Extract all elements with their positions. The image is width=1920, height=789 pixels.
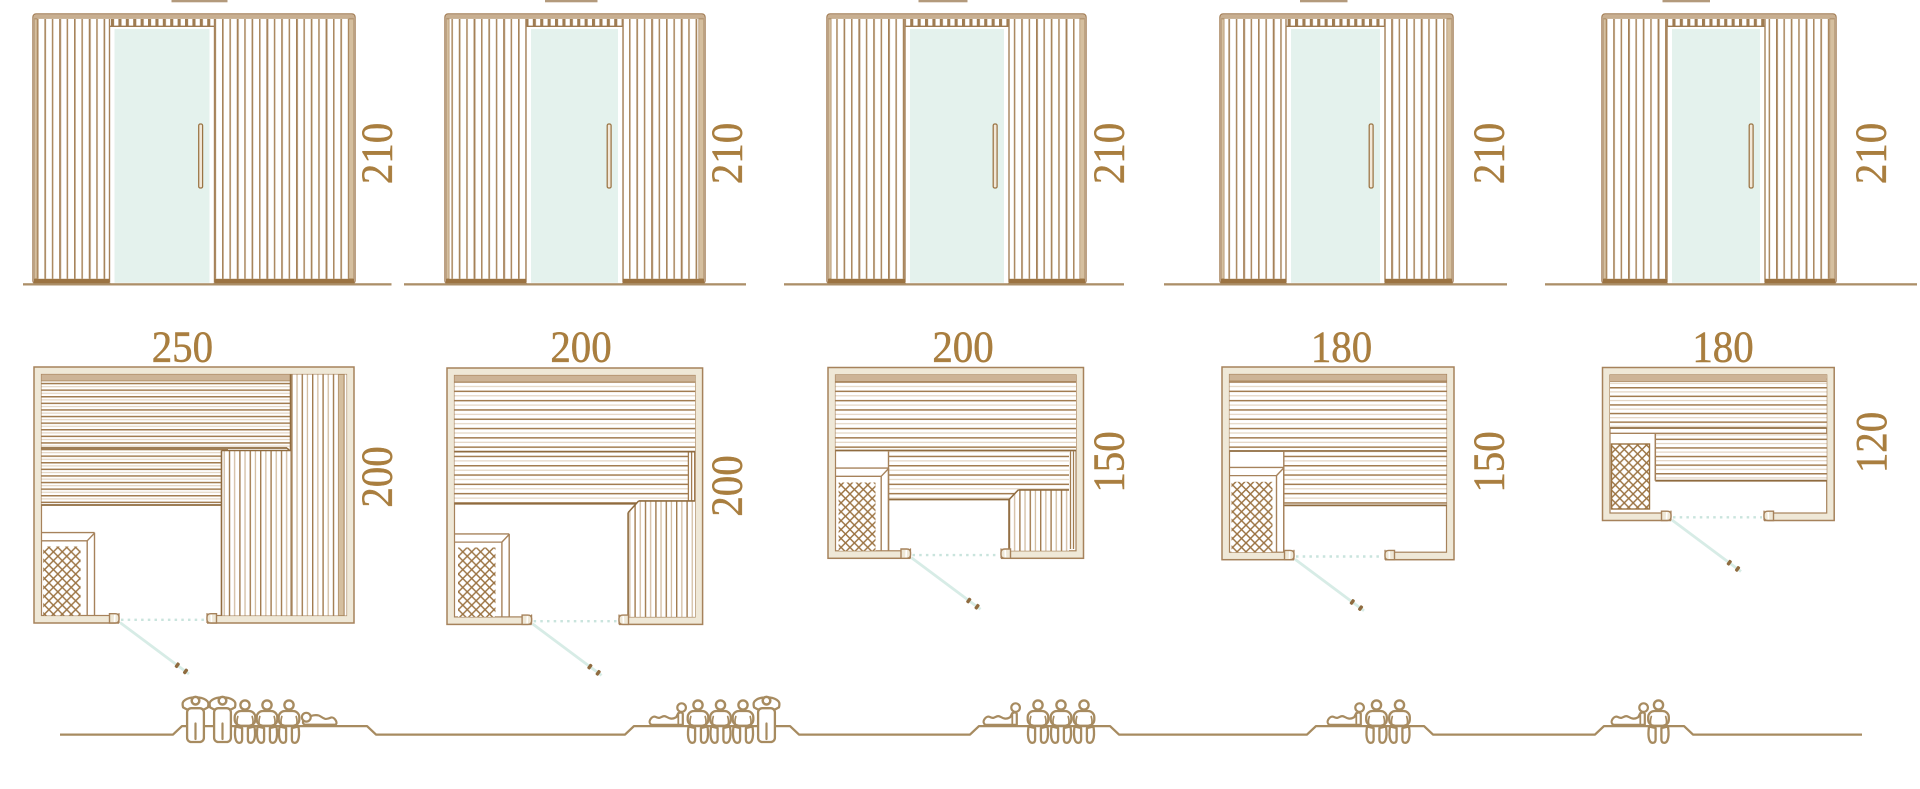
svg-text:200: 200: [353, 446, 402, 507]
svg-text:150: 150: [1465, 431, 1514, 492]
svg-text:210: 210: [353, 123, 402, 184]
svg-text:180: 180: [1692, 323, 1753, 372]
svg-text:210: 210: [1085, 123, 1134, 184]
svg-text:200: 200: [932, 323, 993, 372]
svg-text:180: 180: [1311, 323, 1372, 372]
svg-text:120: 120: [1848, 412, 1897, 473]
svg-text:210: 210: [1465, 123, 1514, 184]
svg-text:250: 250: [152, 323, 213, 372]
svg-text:210: 210: [703, 123, 752, 184]
svg-text:200: 200: [550, 323, 611, 372]
svg-text:200: 200: [703, 455, 752, 516]
svg-text:150: 150: [1085, 431, 1134, 492]
svg-text:210: 210: [1847, 123, 1896, 184]
